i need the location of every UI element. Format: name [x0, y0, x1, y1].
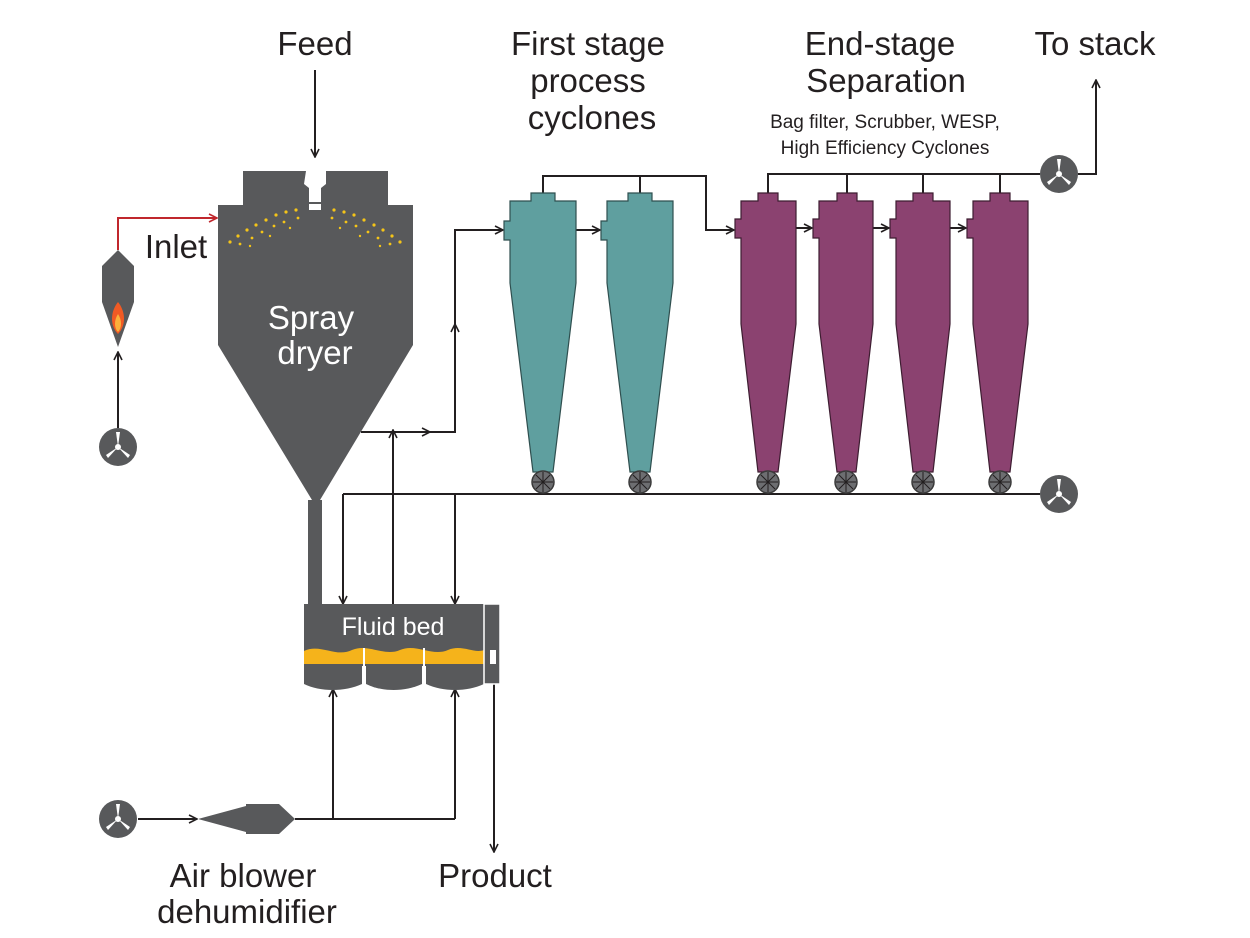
end-stage-sub-line1: Bag filter, Scrubber, WESP, [770, 112, 1000, 133]
spray-dryer: Spray dryer [218, 171, 413, 605]
fluid-bed-label: Fluid bed [342, 613, 445, 641]
dehumidifier [198, 804, 295, 834]
air-blower-label-line2: dehumidifier [157, 893, 337, 930]
to-stack-line [1078, 80, 1096, 175]
inlet-air-line [117, 218, 217, 250]
first-stage-label-line2: process [530, 62, 646, 99]
end-stage-separator-4 [966, 192, 1029, 473]
end-stage-separator-3 [889, 192, 951, 473]
rotary-valve-icon-1 [531, 470, 555, 494]
fluid-bed-material [304, 647, 484, 664]
end-stage-separator-1 [734, 192, 797, 473]
exhaust-fan-icon [1040, 155, 1078, 193]
first-stage-cyclone-1 [503, 192, 577, 473]
first-stage-label-line3: cyclones [528, 99, 656, 136]
rotary-valve-icon-3 [756, 470, 780, 494]
fines-return-fan-icon [1040, 475, 1078, 513]
stack-header-line [767, 173, 1040, 193]
inlet-label: Inlet [145, 228, 207, 265]
spray-dryer-label-line2: dryer [277, 334, 352, 371]
end-stage-label-line2: Separation [806, 62, 966, 99]
air-blower-label-line1: Air blower [170, 857, 317, 894]
end-stage-sub-line2: High Efficiency Cyclones [781, 138, 990, 159]
inlet-air-heater [102, 250, 134, 347]
end-stage-separator-2 [812, 192, 874, 473]
fluid-bed: Fluid bed [304, 603, 501, 690]
rotary-valve-icon-2 [628, 470, 652, 494]
spray-dryer-label-line1: Spray [268, 299, 355, 336]
product-label: Product [438, 857, 552, 894]
feed-label: Feed [277, 25, 352, 62]
first-to-end-line [542, 175, 734, 230]
first-stage-label-line1: First stage [511, 25, 665, 62]
inlet-fan-icon [99, 428, 137, 466]
end-stage-label-line1: End-stage [805, 25, 955, 62]
first-stage-cyclone-2 [600, 192, 674, 473]
rotary-valve-icon-4 [834, 470, 858, 494]
to-first-stage-line [430, 230, 503, 433]
to-stack-label: To stack [1034, 25, 1156, 62]
air-blower-fan-icon [99, 800, 137, 838]
rotary-valve-icon-6 [988, 470, 1012, 494]
rotary-valve-icon-5 [911, 470, 935, 494]
spray-droplets [228, 208, 402, 248]
